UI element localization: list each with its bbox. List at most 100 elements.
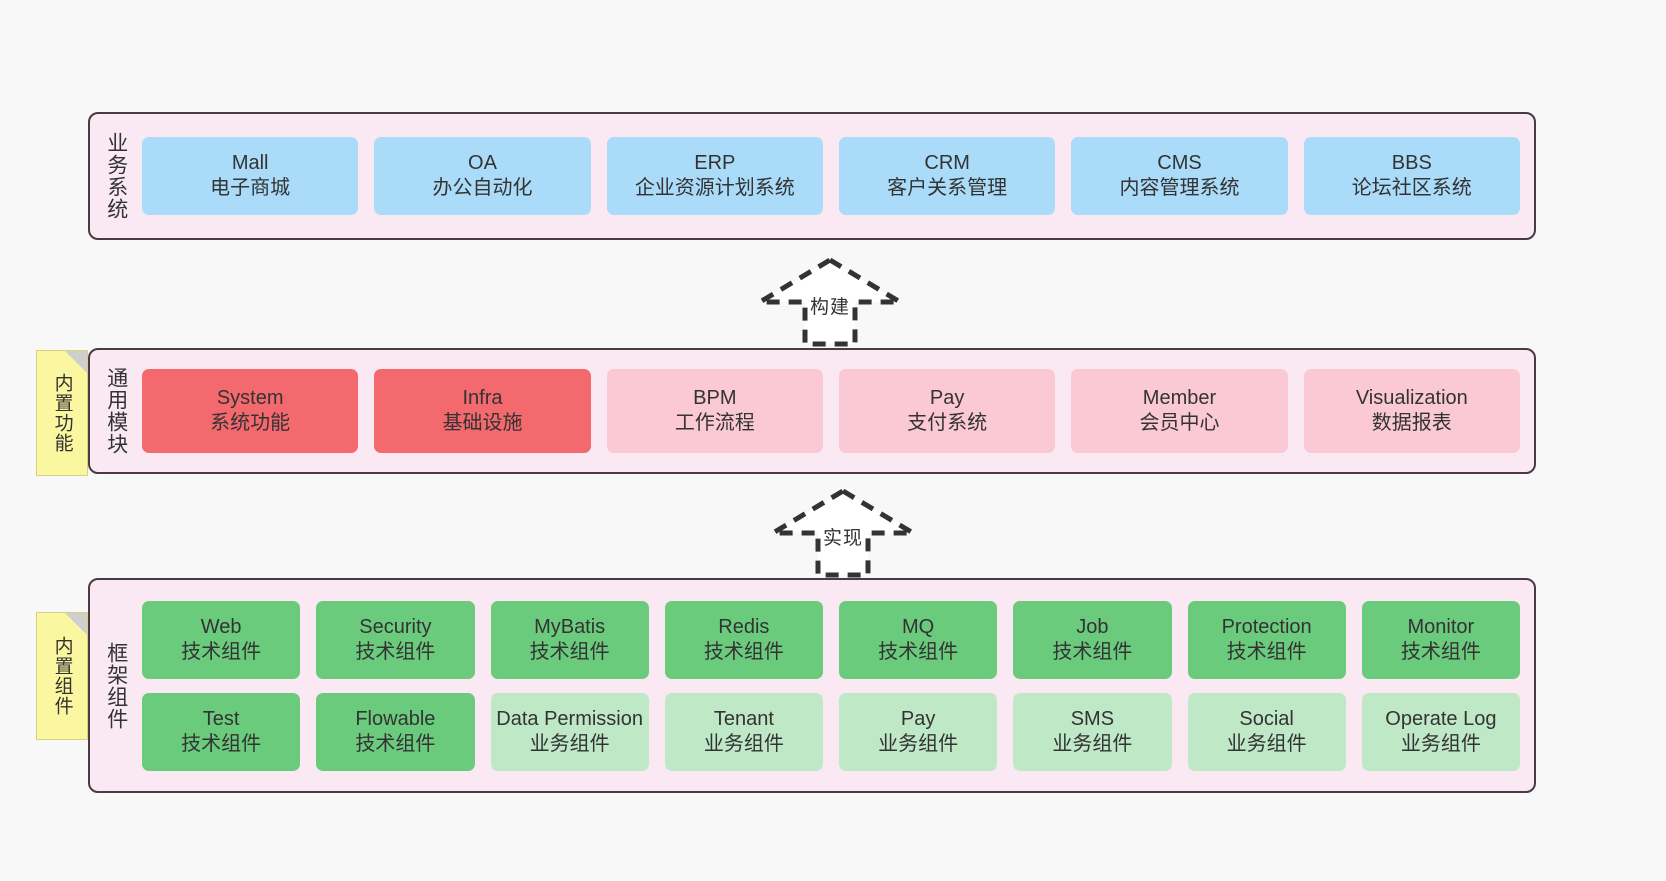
layer-title-common: 通用模块 [104, 367, 128, 455]
node-label-cn: 工作流程 [674, 412, 755, 434]
node-crm[interactable]: CRM 客户关系管理 [838, 137, 1056, 215]
node-label-cn: 业务组件 [1226, 732, 1307, 755]
node-label-en: BBS [1391, 152, 1432, 174]
node-label-cn: 技术组件 [1226, 640, 1307, 663]
node-test[interactable]: Test 技术组件 [142, 692, 301, 771]
node-label-en: Security [359, 615, 432, 638]
node-label-cn: 系统功能 [210, 412, 291, 434]
node-label-en: OA [468, 152, 497, 174]
node-mybatis[interactable]: MyBatis 技术组件 [490, 600, 649, 679]
node-label-en: ERP [694, 152, 736, 174]
node-label-en: Tenant [713, 707, 774, 730]
node-cms[interactable]: CMS 内容管理系统 [1071, 137, 1288, 215]
node-label-en: MQ [902, 615, 935, 638]
node-label-en: BPM [693, 387, 737, 409]
common-node-row: System 系统功能 Infra 基础设施 BPM 工作流程 Pay 支付系统… [142, 369, 1520, 453]
node-bpm[interactable]: BPM 工作流程 [606, 369, 823, 453]
node-label-cn: 支付系统 [907, 412, 988, 434]
node-flowable[interactable]: Flowable 技术组件 [316, 692, 475, 771]
dashed-hollow-arrow-icon [763, 488, 923, 578]
layer-business-system: 业务系统 Mall 电子商城 OA 办公自动化 ERP 企业资源计划系统 CRM [88, 112, 1536, 240]
note-label: 内置功能 [51, 373, 73, 453]
node-label-cn: 基础设施 [442, 412, 523, 434]
node-label-cn: 业务组件 [703, 732, 784, 755]
node-label-cn: 技术组件 [355, 732, 436, 755]
node-label-en: Redis [718, 615, 770, 638]
node-label-en: Protection [1221, 615, 1312, 638]
node-social[interactable]: Social 业务组件 [1187, 692, 1346, 771]
layer-body-frame: Web 技术组件 Security 技术组件 MyBatis 技术组件 Redi… [142, 580, 1534, 791]
node-visualization[interactable]: Visualization 数据报表 [1303, 369, 1520, 453]
node-pay-component[interactable]: Pay 业务组件 [839, 692, 998, 771]
layer-framework-component: 框架组件 Web 技术组件 Security 技术组件 MyBatis 技术组件… [88, 578, 1536, 793]
note-fold-corner-icon [65, 351, 87, 373]
dashed-hollow-arrow-icon [750, 257, 910, 347]
note-builtin-component: 内置组件 [36, 612, 88, 740]
node-label-en: Test [202, 707, 240, 730]
connector-label-implement: 实现 [822, 528, 864, 549]
node-sms[interactable]: SMS 业务组件 [1013, 692, 1172, 771]
node-label-cn: 技术组件 [181, 640, 262, 663]
node-label-cn: 电子商城 [210, 177, 291, 199]
frame-node-row-tech: Web 技术组件 Security 技术组件 MyBatis 技术组件 Redi… [142, 600, 1520, 679]
node-label-cn: 技术组件 [1052, 640, 1133, 663]
node-tenant[interactable]: Tenant 业务组件 [664, 692, 823, 771]
node-label-en: Web [200, 615, 242, 638]
node-label-cn: 会员中心 [1139, 412, 1220, 434]
node-label-en: Member [1142, 387, 1217, 409]
node-label-cn: 技术组件 [1400, 640, 1481, 663]
node-member[interactable]: Member 会员中心 [1071, 369, 1288, 453]
node-label-cn: 数据报表 [1371, 412, 1452, 434]
node-label-en: CRM [924, 152, 970, 174]
connector-label-build: 构建 [809, 297, 851, 318]
node-job[interactable]: Job 技术组件 [1013, 600, 1172, 679]
layer-title-frame: 框架组件 [104, 641, 128, 730]
node-operate-log[interactable]: Operate Log 业务组件 [1361, 692, 1520, 771]
node-label-cn: 业务组件 [1052, 732, 1133, 755]
node-pay[interactable]: Pay 支付系统 [838, 369, 1056, 453]
node-monitor[interactable]: Monitor 技术组件 [1361, 600, 1520, 679]
node-label-cn: 业务组件 [878, 732, 959, 755]
node-label-en: Pay [929, 387, 965, 409]
node-oa[interactable]: OA 办公自动化 [374, 137, 591, 215]
layer-common-module: 通用模块 System 系统功能 Infra 基础设施 BPM 工作流程 Pay [88, 348, 1536, 474]
node-label-en: Flowable [355, 707, 436, 730]
node-label-en: Visualization [1355, 387, 1468, 409]
node-label-cn: 客户关系管理 [887, 177, 1008, 199]
node-mall[interactable]: Mall 电子商城 [142, 137, 359, 215]
node-label-en: SMS [1070, 707, 1115, 730]
node-bbs[interactable]: BBS 论坛社区系统 [1303, 137, 1520, 215]
node-security[interactable]: Security 技术组件 [316, 600, 475, 679]
connector-build: 构建 [750, 256, 910, 347]
node-label-en: Monitor [1407, 615, 1475, 638]
node-label-cn: 业务组件 [529, 732, 610, 755]
node-label-cn: 技术组件 [878, 640, 959, 663]
frame-node-row-business: Test 技术组件 Flowable 技术组件 Data Permission … [142, 692, 1520, 771]
node-label-en: Social [1239, 707, 1294, 730]
business-node-row: Mall 电子商城 OA 办公自动化 ERP 企业资源计划系统 CRM 客户关系… [142, 137, 1520, 215]
node-label-cn: 技术组件 [181, 732, 262, 755]
connector-implement: 实现 [763, 487, 923, 578]
node-label-cn: 内容管理系统 [1119, 177, 1240, 199]
node-infra[interactable]: Infra 基础设施 [374, 369, 591, 453]
node-label-en: System [216, 387, 284, 409]
node-label-cn: 论坛社区系统 [1351, 177, 1472, 199]
layer-body-common: System 系统功能 Infra 基础设施 BPM 工作流程 Pay 支付系统… [142, 350, 1534, 472]
node-label-en: Pay [900, 707, 936, 730]
node-mq[interactable]: MQ 技术组件 [839, 600, 998, 679]
node-label-en: Data Permission [496, 707, 643, 730]
node-label-en: Operate Log [1385, 707, 1497, 730]
node-label-en: Job [1076, 615, 1109, 638]
node-erp[interactable]: ERP 企业资源计划系统 [606, 137, 823, 215]
node-redis[interactable]: Redis 技术组件 [664, 600, 823, 679]
node-system[interactable]: System 系统功能 [142, 369, 359, 453]
node-label-cn: 技术组件 [703, 640, 784, 663]
layer-title-business: 业务系统 [104, 132, 128, 220]
node-protection[interactable]: Protection 技术组件 [1187, 600, 1346, 679]
note-label: 内置组件 [51, 636, 73, 716]
node-data-permission[interactable]: Data Permission 业务组件 [490, 692, 649, 771]
node-web[interactable]: Web 技术组件 [142, 600, 301, 679]
node-label-cn: 技术组件 [529, 640, 610, 663]
node-label-en: MyBatis [534, 615, 606, 638]
